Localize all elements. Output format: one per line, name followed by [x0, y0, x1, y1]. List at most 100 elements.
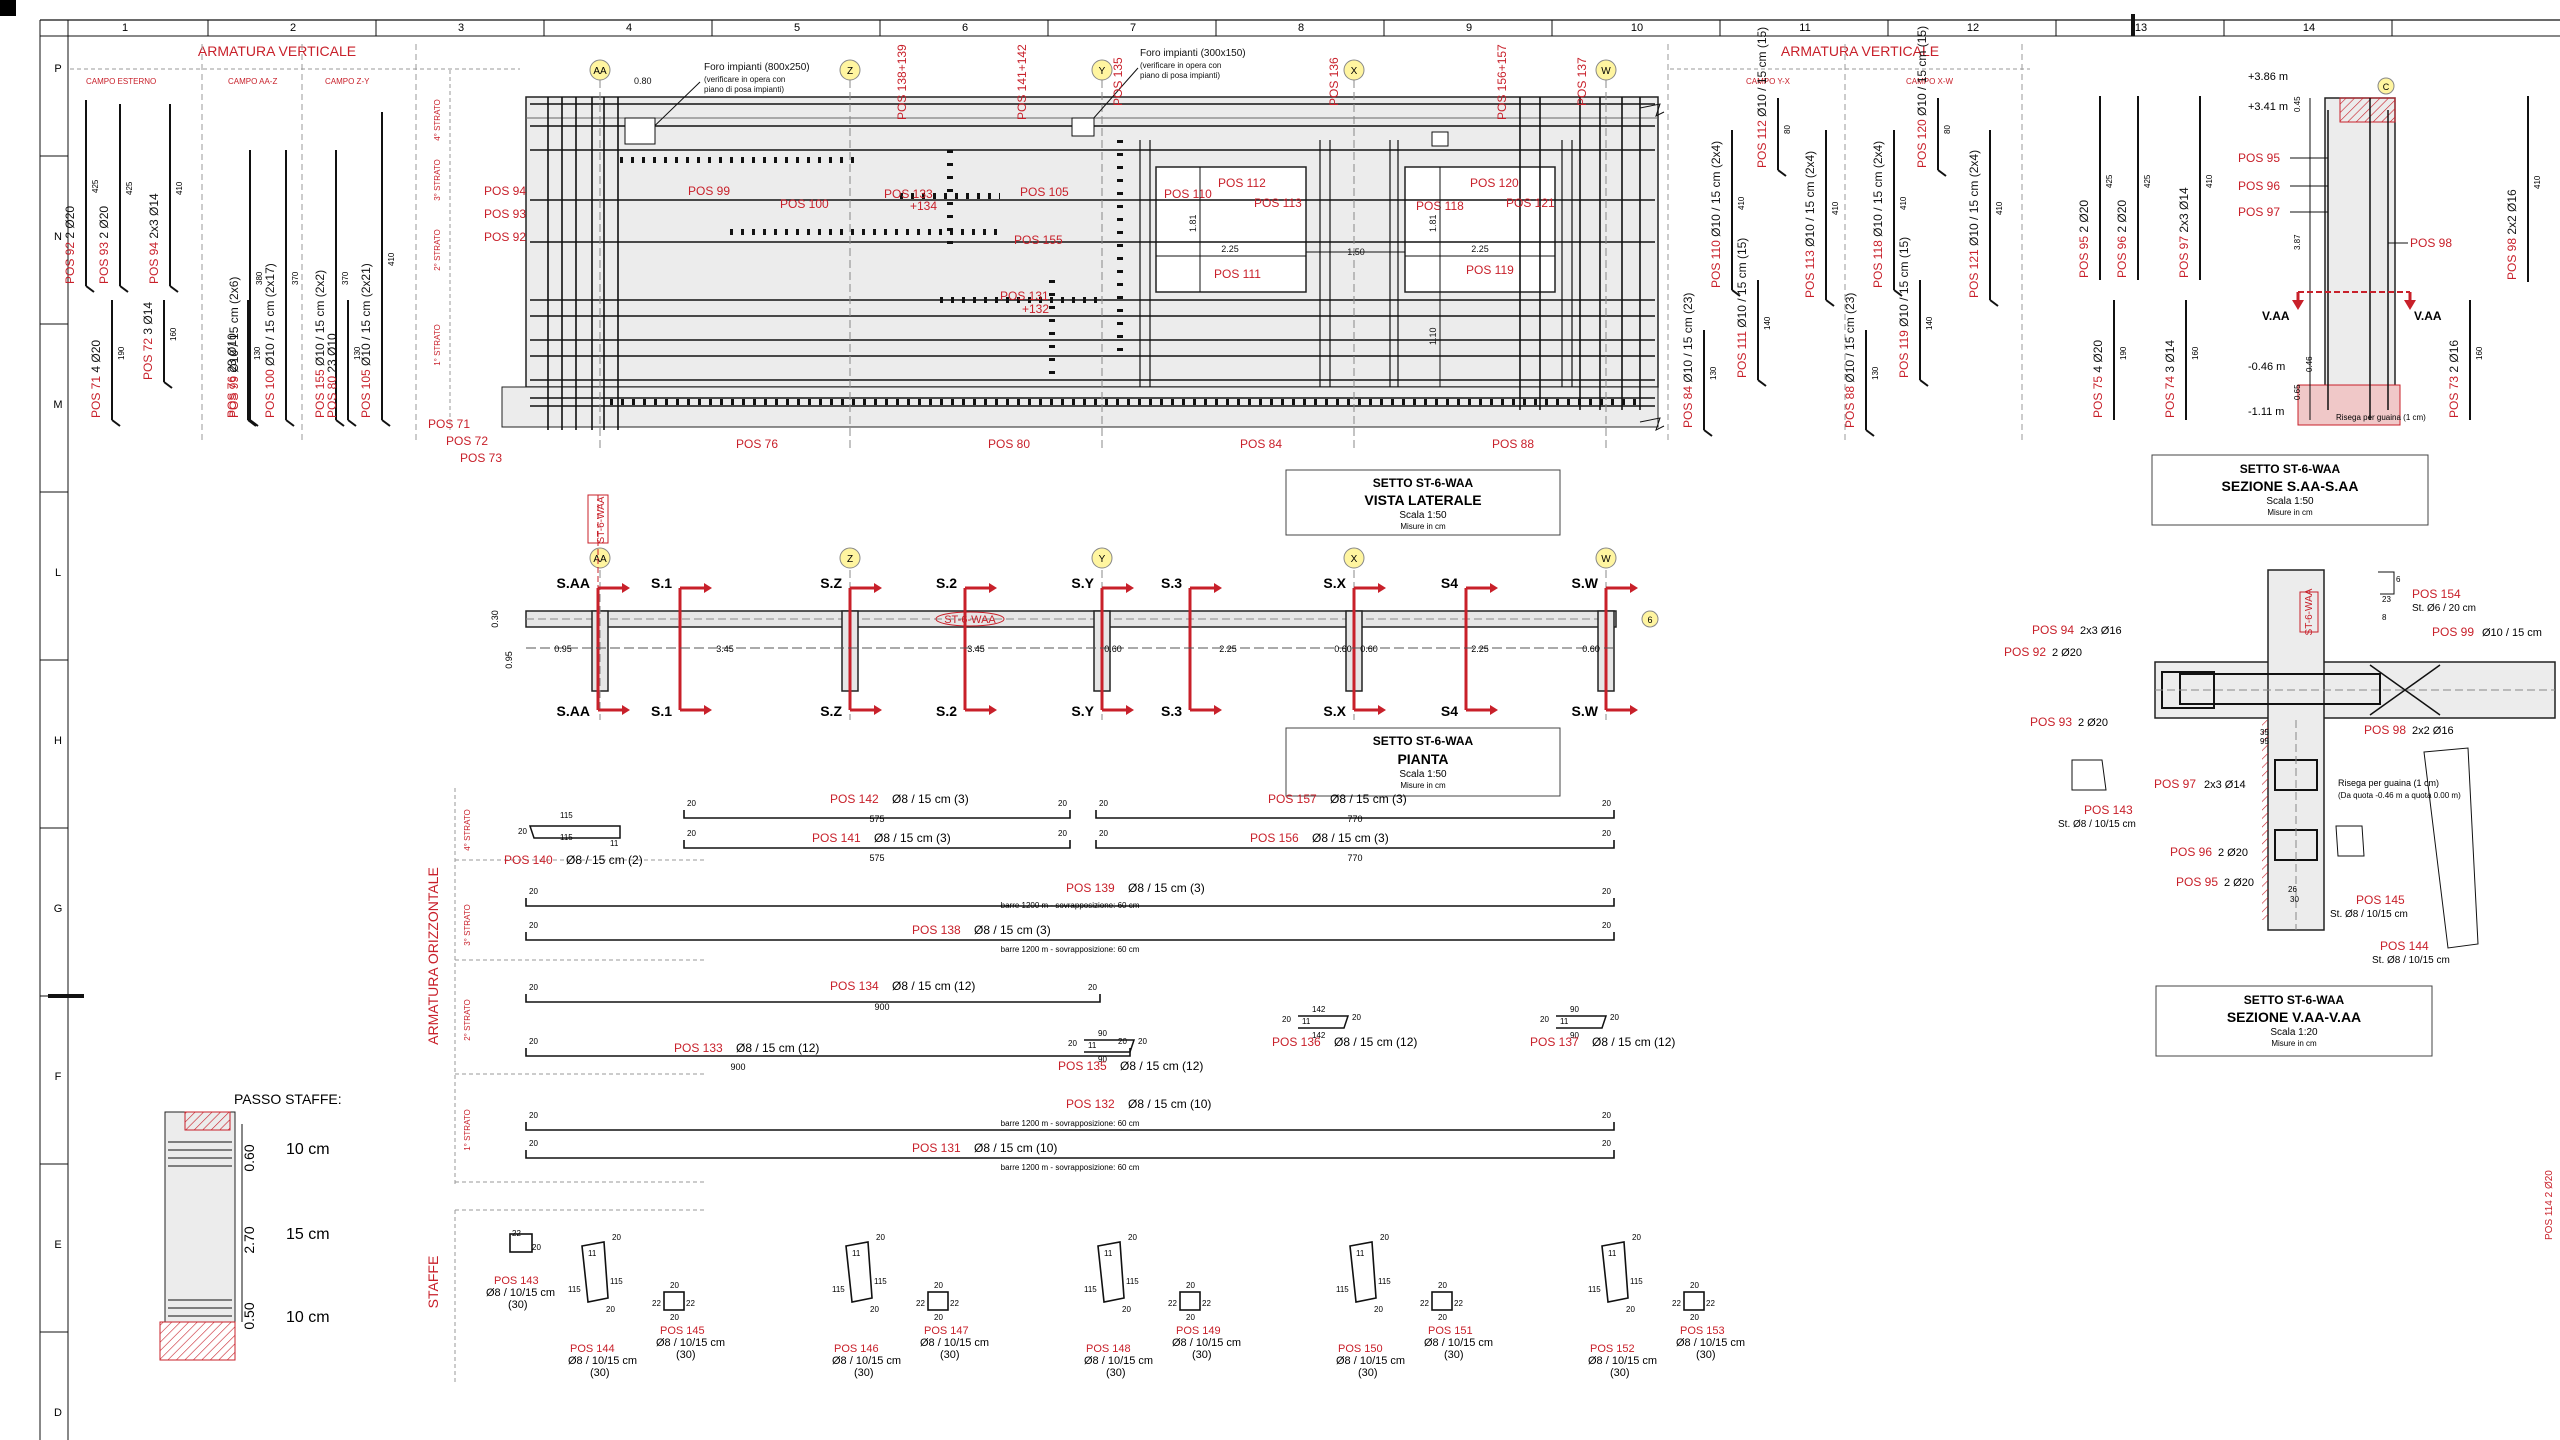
title-vista-note: Misure in cm	[1400, 522, 1446, 531]
dim-110: 1.10	[1428, 327, 1438, 345]
saa-bar-spec: 3 Ø14	[2163, 340, 2177, 373]
stirrup-dim: 20	[1374, 1305, 1383, 1314]
vbar-spec: Ø10 / 15 cm (2x17)	[263, 263, 277, 366]
hbar-hook-right: 20	[1602, 829, 1611, 838]
hbar-note: barre 1200 m - sovrapposizione: 60 cm	[1001, 1119, 1140, 1128]
hbar-shape	[683, 840, 1071, 849]
title-vista-laterale: SETTO ST-6-WAA VISTA LATERALE Scala 1:50…	[1285, 469, 1561, 536]
vbar-pos: POS 72	[141, 335, 155, 380]
hbar-pos: POS 141	[812, 831, 861, 845]
vaa-risega1: Risega per guaina (1 cm)	[2338, 778, 2439, 788]
hbar-pos: POS 156	[1250, 831, 1299, 845]
stirrup-small-shape	[927, 1291, 949, 1311]
hbar-spec: Ø8 / 15 cm (12)	[1592, 1035, 1675, 1049]
stirrup-tall-shape	[1601, 1241, 1629, 1303]
plan-axis-bubble	[1343, 547, 1365, 569]
stirrup-dim: 20	[670, 1281, 679, 1290]
section-label-top: S.Y	[1071, 575, 1094, 591]
stirrup-pos-small: POS 153	[1680, 1325, 1725, 1337]
vaa-dim26: 26	[2288, 885, 2297, 894]
vaa-pos-145-spec: St. Ø8 / 10/15 cm	[2330, 909, 2408, 920]
plan-dim: 2.25	[1219, 644, 1237, 654]
hbar-hook-right: 20	[1602, 1111, 1611, 1120]
vbar-label: POS 119 Ø10 / 15 cm (15)	[1897, 237, 1911, 378]
vbar-spec: Ø10 / 15 cm (2x4)	[1709, 141, 1723, 237]
stirrup-dim: 22	[916, 1299, 925, 1308]
stirrup-pos-tall: POS 150	[1338, 1343, 1383, 1355]
vaa-dim35: 35	[2260, 728, 2269, 737]
elev-pos-138-139: POS 138+139	[895, 44, 909, 120]
vbar-label: POS 111 Ø10 / 15 cm (15)	[1735, 238, 1749, 378]
vaa-pos-144: POS 144	[2380, 939, 2429, 953]
saa-bar-length: 425	[2105, 174, 2114, 188]
vbar-pos: POS 119	[1897, 327, 1911, 378]
section-arrowhead-top	[989, 583, 997, 593]
vbar-length: 410	[1899, 196, 1908, 210]
vaa-pos-96-spec: 2 Ø20	[2218, 847, 2248, 859]
vbar-label: POS 100 Ø10 / 15 cm (2x17)	[263, 263, 277, 418]
vbar-pos: POS 120	[1915, 116, 1929, 168]
section-label-bottom: S.Y	[1071, 703, 1094, 719]
stirrup-dim: 20	[1122, 1305, 1131, 1314]
stirrup-dim: 20	[612, 1233, 621, 1242]
passo-label-2: 15 cm	[286, 1226, 330, 1243]
stirrup-dim: 20	[1690, 1313, 1699, 1322]
hbar-spec: Ø8 / 15 cm (3)	[1330, 792, 1407, 806]
vbar-length: 80	[1943, 125, 1952, 134]
title-saa: SETTO ST-6-WAA SEZIONE S.AA-S.AA Scala 1…	[2151, 454, 2429, 526]
section-arrowhead-bottom	[1630, 705, 1638, 715]
elev-pos-88: POS 88	[1492, 437, 1534, 451]
vbar-spec: 23 Ø10	[225, 333, 239, 373]
vbar-length: 380	[255, 271, 264, 285]
saa-vaa-right: V.AA	[2414, 309, 2442, 323]
saa-bar-pos: POS 97	[2177, 233, 2191, 278]
section-arrowhead-top	[622, 583, 630, 593]
vaa-pos-92-spec: 2 Ø20	[2052, 647, 2082, 659]
axis-6-label: 6	[1647, 615, 1652, 625]
hbar-pos: POS 133	[674, 1041, 723, 1055]
vbar-pos: POS 100	[263, 366, 277, 418]
section-label-top: S.AA	[557, 575, 590, 591]
hbar-spec: Ø8 / 15 cm (3)	[1312, 831, 1389, 845]
vbar-hook	[1731, 289, 1741, 297]
vbar-label: POS 80 23 Ø10	[325, 333, 339, 418]
section-label-top: S.W	[1572, 575, 1599, 591]
hbar-shape	[1084, 1039, 1136, 1053]
saa-bar-label: POS 96 2 Ø20	[2115, 200, 2129, 278]
stirrup-dim: 22	[512, 1229, 521, 1238]
section-arrowhead-bottom	[1490, 705, 1498, 715]
stirrup-spec-small: Ø8 / 10/15 cm	[1676, 1337, 1745, 1349]
vbar-hook	[381, 419, 391, 427]
hbar-hook-2: 20	[1610, 1013, 1619, 1022]
vbar-pos-110: POS 110 Ø10 / 15 cm (2x4)410	[1709, 130, 1746, 297]
title-pianta-scale: Scala 1:50	[1399, 769, 1447, 780]
grid-row-L: L	[55, 567, 61, 579]
stirrup-143-shape	[509, 1233, 533, 1253]
saa-pos-98: POS 98	[2410, 236, 2452, 250]
stirrup-dim: 22	[1672, 1299, 1681, 1308]
elev-pos-100: POS 100	[780, 197, 829, 211]
hbar-shape	[525, 994, 1101, 1003]
stirrup-dim: 22	[652, 1299, 661, 1308]
dim-225-b: 2.25	[1471, 244, 1489, 254]
axis-bubble-z	[839, 59, 861, 81]
axis-bubble-y	[1091, 59, 1113, 81]
grid-col-13: 13	[2135, 22, 2147, 34]
saa-bar-length: 160	[2191, 346, 2200, 360]
vaa-pos-99: POS 99	[2432, 625, 2474, 639]
vaa-pos-144-spec: St. Ø8 / 10/15 cm	[2372, 955, 2450, 966]
section-vaa: ST-6-WAA POS 154 St. Ø6 / 20 cm POS 99 Ø…	[2004, 569, 2556, 966]
label-campo-z-y: CAMPO Z-Y	[325, 77, 370, 86]
stirrup-small-shape	[663, 1291, 685, 1311]
passo-staffe: PASSO STAFFE: 0.60 2.70 0.50 10 cm 15 cm…	[159, 1091, 342, 1361]
hbar-note: barre 1200 m - sovrapposizione: 60 cm	[1001, 901, 1140, 910]
axis-label-z: Z	[847, 66, 853, 77]
stirrup-dim: 20	[1438, 1281, 1447, 1290]
grid-col-14: 14	[2303, 22, 2315, 34]
